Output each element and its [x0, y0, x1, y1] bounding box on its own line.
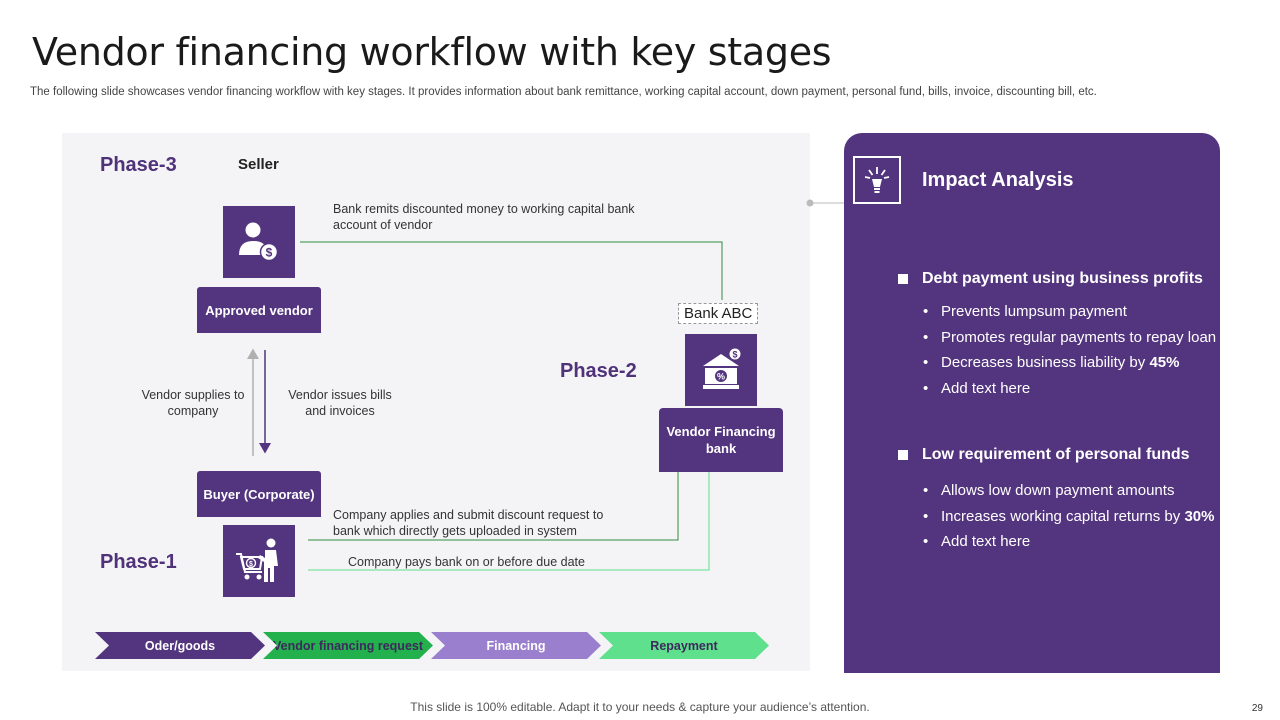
seller-label: Seller	[238, 156, 279, 173]
section-1-marker	[898, 274, 908, 284]
stage-repayment: Repayment	[599, 632, 769, 659]
stage-oder-goods: Oder/goods	[95, 632, 265, 659]
section-1-heading: Debt payment using business profits	[922, 270, 1203, 287]
line-bank-remits	[300, 241, 723, 300]
approved-vendor-box: Approved vendor	[197, 287, 321, 333]
company-pays-label: Company pays bank on or before due date	[348, 555, 585, 569]
seller-dollar-icon: $	[239, 222, 279, 262]
impact-icon-box	[853, 156, 901, 204]
vendor-financing-bank-box: Vendor Financing bank	[659, 408, 783, 472]
svg-text:$: $	[266, 246, 273, 260]
bank-icon-box: % $	[685, 334, 757, 406]
impact-analysis-panel	[844, 133, 1220, 673]
stage-vendor-financing-request: Vendor financing request	[263, 632, 433, 659]
line-company-pays	[308, 472, 710, 571]
company-applies-label: Company applies and submit discount requ…	[333, 508, 604, 538]
impact-analysis-title: Impact Analysis	[922, 169, 1074, 191]
svg-text:%: %	[717, 372, 725, 382]
vendor-supplies-label: Vendor supplies to company	[141, 388, 245, 418]
section-1-bullets: Prevents lumpsum payment Promotes regula…	[923, 299, 1216, 402]
vendor-issues-label: Vendor issues bills and invoices	[288, 388, 392, 418]
phase-3-label: Phase-3	[100, 154, 177, 176]
bullet-item: Allows low down payment amounts	[923, 478, 1214, 504]
section-2-bullets: Allows low down payment amounts Increase…	[923, 478, 1214, 555]
section-2-heading: Low requirement of personal funds	[922, 446, 1190, 463]
seller-icon-box: $	[223, 206, 295, 278]
svg-text:$: $	[732, 350, 737, 360]
bullet-item: Promotes regular payments to repay loan	[923, 325, 1216, 351]
section-2-marker	[898, 450, 908, 460]
phase-2-label: Phase-2	[560, 360, 637, 382]
shopping-cart-person-icon: $	[236, 538, 278, 582]
line-company-applies	[308, 472, 679, 541]
slide-subtitle: The following slide showcases vendor fin…	[30, 86, 1097, 98]
phase-1-label: Phase-1	[100, 551, 177, 573]
bank-abc-label: Bank ABC	[678, 303, 759, 324]
buyer-box: Buyer (Corporate)	[197, 471, 321, 517]
bank-percent-icon: % $	[703, 347, 742, 389]
bullet-item: Add text here	[923, 529, 1214, 555]
bullet-item: Decreases business liability by 45%	[923, 350, 1216, 376]
buyer-icon-box: $	[223, 525, 295, 597]
page-number: 29	[1251, 703, 1263, 714]
stage-financing: Financing	[431, 632, 601, 659]
lightbulb-idea-icon	[864, 167, 890, 193]
bullet-item: Prevents lumpsum payment	[923, 299, 1216, 325]
svg-text:$: $	[249, 561, 253, 568]
slide-footer: This slide is 100% editable. Adapt it to…	[410, 700, 870, 714]
slide-title: Vendor financing workflow with key stage…	[32, 30, 832, 74]
bullet-item: Add text here	[923, 376, 1216, 402]
bullet-item: Increases working capital returns by 30%	[923, 504, 1214, 530]
bank-remits-label: Bank remits discounted money to working …	[333, 202, 635, 232]
